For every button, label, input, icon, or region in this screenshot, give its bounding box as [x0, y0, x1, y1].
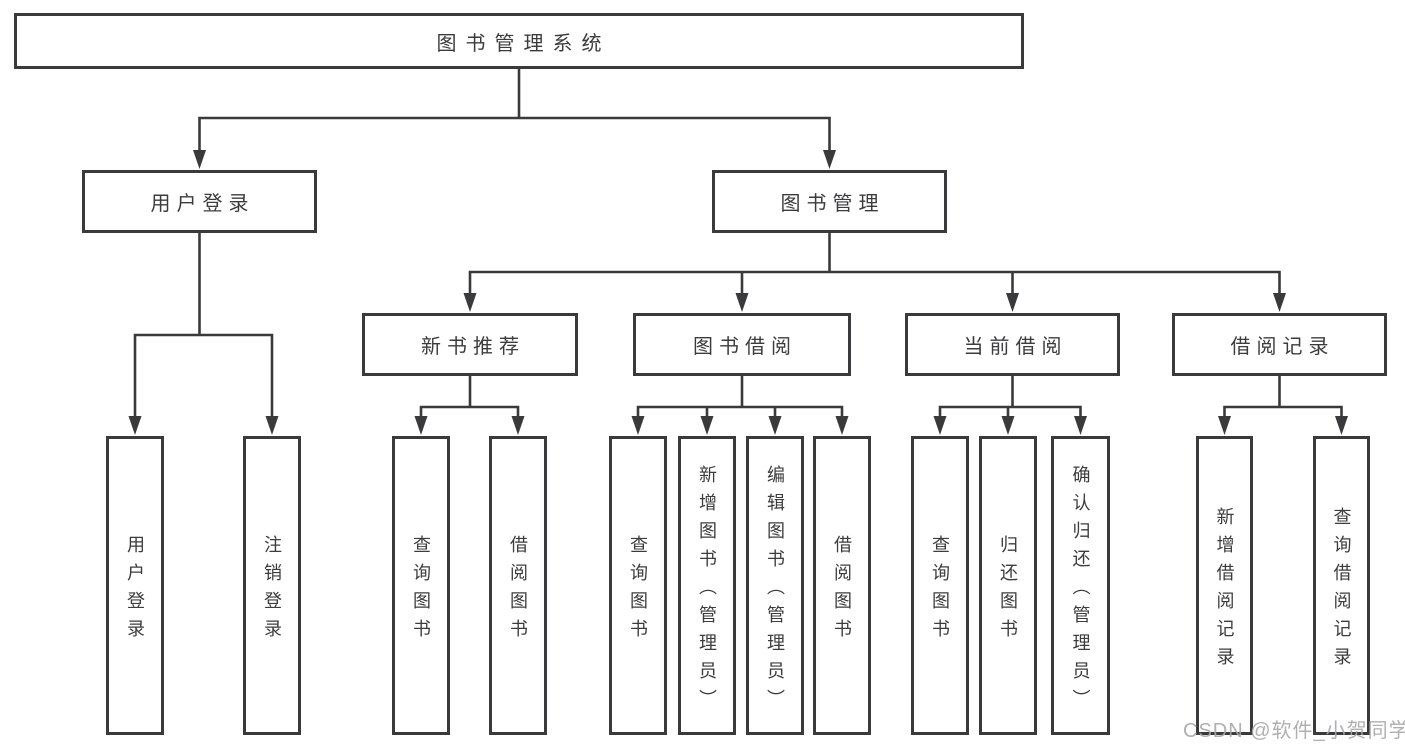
- node-label-leaf_logout: 注销登录: [262, 534, 282, 647]
- node-new_book: 新书推荐: [362, 313, 578, 376]
- node-label-user_login: 用户登录: [150, 193, 255, 215]
- edge-user_login: [133, 231, 274, 422]
- arrowhead: [193, 150, 206, 169]
- node-leaf_nb_query: 查询图书: [392, 436, 450, 735]
- arrowhead: [768, 416, 782, 435]
- node-label-leaf_br_add: 新增借阅记录: [1214, 506, 1235, 675]
- arrowhead: [1273, 293, 1286, 312]
- arrowhead: [933, 416, 947, 435]
- node-current_borrow: 当前借阅: [905, 313, 1120, 376]
- arrowhead: [823, 150, 836, 169]
- edge-new_book: [419, 374, 520, 422]
- node-label-borrow_record: 借阅记录: [1230, 336, 1335, 358]
- node-leaf_br_query: 查询借阅记录: [1313, 436, 1370, 735]
- node-root: 图书管理系统: [14, 13, 1024, 69]
- node-label-current_borrow: 当前借阅: [963, 336, 1068, 358]
- edge-borrow_record: [1223, 374, 1343, 422]
- node-user_login: 用户登录: [82, 170, 317, 233]
- watermark-text: CSDN @软件_小贺同学: [1183, 720, 1405, 742]
- node-leaf_bb_add: 新增图书（管理员）: [678, 436, 736, 735]
- node-leaf_br_add: 新增借阅记录: [1196, 436, 1253, 735]
- node-label-leaf_cb_return: 归还图书: [998, 534, 1018, 647]
- node-book_mgmt: 图书管理: [712, 170, 947, 233]
- node-label-leaf_cb_confirm: 确认归还（管理员）: [1070, 464, 1091, 717]
- arrowhead: [414, 416, 428, 435]
- node-leaf_bb_query: 查询图书: [609, 436, 667, 735]
- edge-current_borrow: [938, 374, 1082, 422]
- edge-book_borrow: [636, 374, 844, 422]
- arrowhead: [1006, 293, 1019, 312]
- node-label-leaf_user_login: 用户登录: [125, 534, 145, 647]
- arrowhead: [700, 416, 714, 435]
- arrowhead: [1074, 416, 1087, 435]
- node-leaf_bb_edit: 编辑图书（管理员）: [746, 436, 804, 735]
- arrowhead: [511, 416, 525, 435]
- arrowhead: [128, 416, 142, 435]
- node-leaf_cb_return: 归还图书: [979, 436, 1037, 735]
- node-label-root: 图书管理系统: [436, 32, 611, 55]
- node-label-leaf_cb_query: 查询图书: [930, 534, 950, 647]
- node-leaf_bb_borrow: 借阅图书: [813, 436, 871, 735]
- arrowhead: [265, 416, 279, 435]
- node-leaf_user_login: 用户登录: [106, 436, 164, 735]
- node-label-leaf_bb_query: 查询图书: [628, 534, 648, 647]
- node-leaf_cb_query: 查询图书: [911, 436, 969, 735]
- arrowhead: [1218, 416, 1231, 435]
- node-label-new_book: 新书推荐: [421, 336, 525, 358]
- node-label-leaf_br_query: 查询借阅记录: [1331, 506, 1352, 675]
- arrowhead: [1001, 416, 1015, 435]
- node-leaf_nb_borrow: 借阅图书: [489, 436, 547, 735]
- arrowhead: [631, 416, 645, 435]
- arrowhead: [735, 293, 749, 312]
- edge-book_mgmt: [468, 231, 1281, 299]
- node-label-leaf_nb_query: 查询图书: [411, 534, 431, 647]
- node-label-leaf_bb_add: 新增图书（管理员）: [697, 464, 717, 717]
- node-label-leaf_bb_borrow: 借阅图书: [832, 534, 852, 647]
- node-leaf_logout: 注销登录: [243, 436, 301, 735]
- node-label-book_mgmt: 图书管理: [780, 193, 885, 215]
- edge-root: [198, 67, 831, 156]
- node-leaf_cb_confirm: 确认归还（管理员）: [1051, 436, 1110, 735]
- node-borrow_record: 借阅记录: [1172, 313, 1387, 376]
- node-label-leaf_nb_borrow: 借阅图书: [508, 534, 528, 647]
- node-label-leaf_bb_edit: 编辑图书（管理员）: [765, 464, 785, 717]
- arrowhead: [463, 293, 477, 312]
- node-label-book_borrow: 图书借阅: [693, 336, 797, 358]
- node-book_borrow: 图书借阅: [633, 313, 851, 376]
- arrowhead: [1335, 416, 1348, 435]
- arrowhead: [835, 416, 849, 435]
